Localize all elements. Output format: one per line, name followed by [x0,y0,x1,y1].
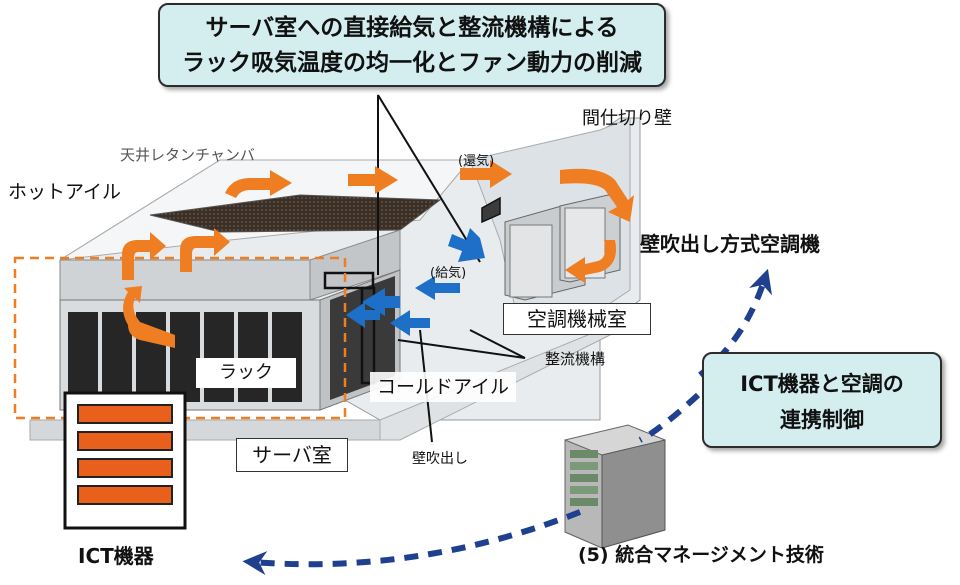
server-tower-icon [564,424,666,549]
hot-air-arrows [122,160,634,348]
collab-line-2: 連携制御 [780,408,864,432]
wall-outlet-label: 壁吹出し [412,451,468,467]
ict-rack-icon [63,391,187,530]
title-callout: サーバ室への直接給気と整流機構による ラック吸気温度の均一化とファン動力の削減 [158,3,666,87]
ict-equipment-label: ICT機器 [78,544,154,568]
hot-aisle-label: ホットアイル [8,181,122,203]
ceiling-chamber-label: 天井レタンチャンバ [120,146,255,164]
cold-aisle-label: コールドアイル [370,372,516,402]
integrated-mgmt-label: (5) 統合マネージメント技術 [578,544,824,566]
wall-ac-label: 壁吹出し方式空調機 [640,232,820,256]
cold-air-arrows [346,228,485,336]
supply-air-label: (給気) [430,266,467,281]
collab-callout: ICT機器と空調の 連携制御 [702,352,942,448]
server-room-label: サーバ室 [236,438,348,472]
rectifier-label: 整流機構 [545,350,606,368]
partition-wall-label: 間仕切り壁 [582,108,672,129]
collab-line-1: ICT機器と空調の [740,372,904,396]
return-air-label: (還気) [458,154,495,169]
hot-aisle-dashed-outline [13,256,347,420]
title-line-1: サーバ室への直接給気と整流機構による [205,15,619,41]
title-line-2: ラック吸気温度の均一化とファン動力の削減 [182,50,642,76]
rectifier-frame [323,196,501,385]
machine-room-label: 空調機械室 [503,303,651,335]
rack-label: ラック [196,358,296,388]
